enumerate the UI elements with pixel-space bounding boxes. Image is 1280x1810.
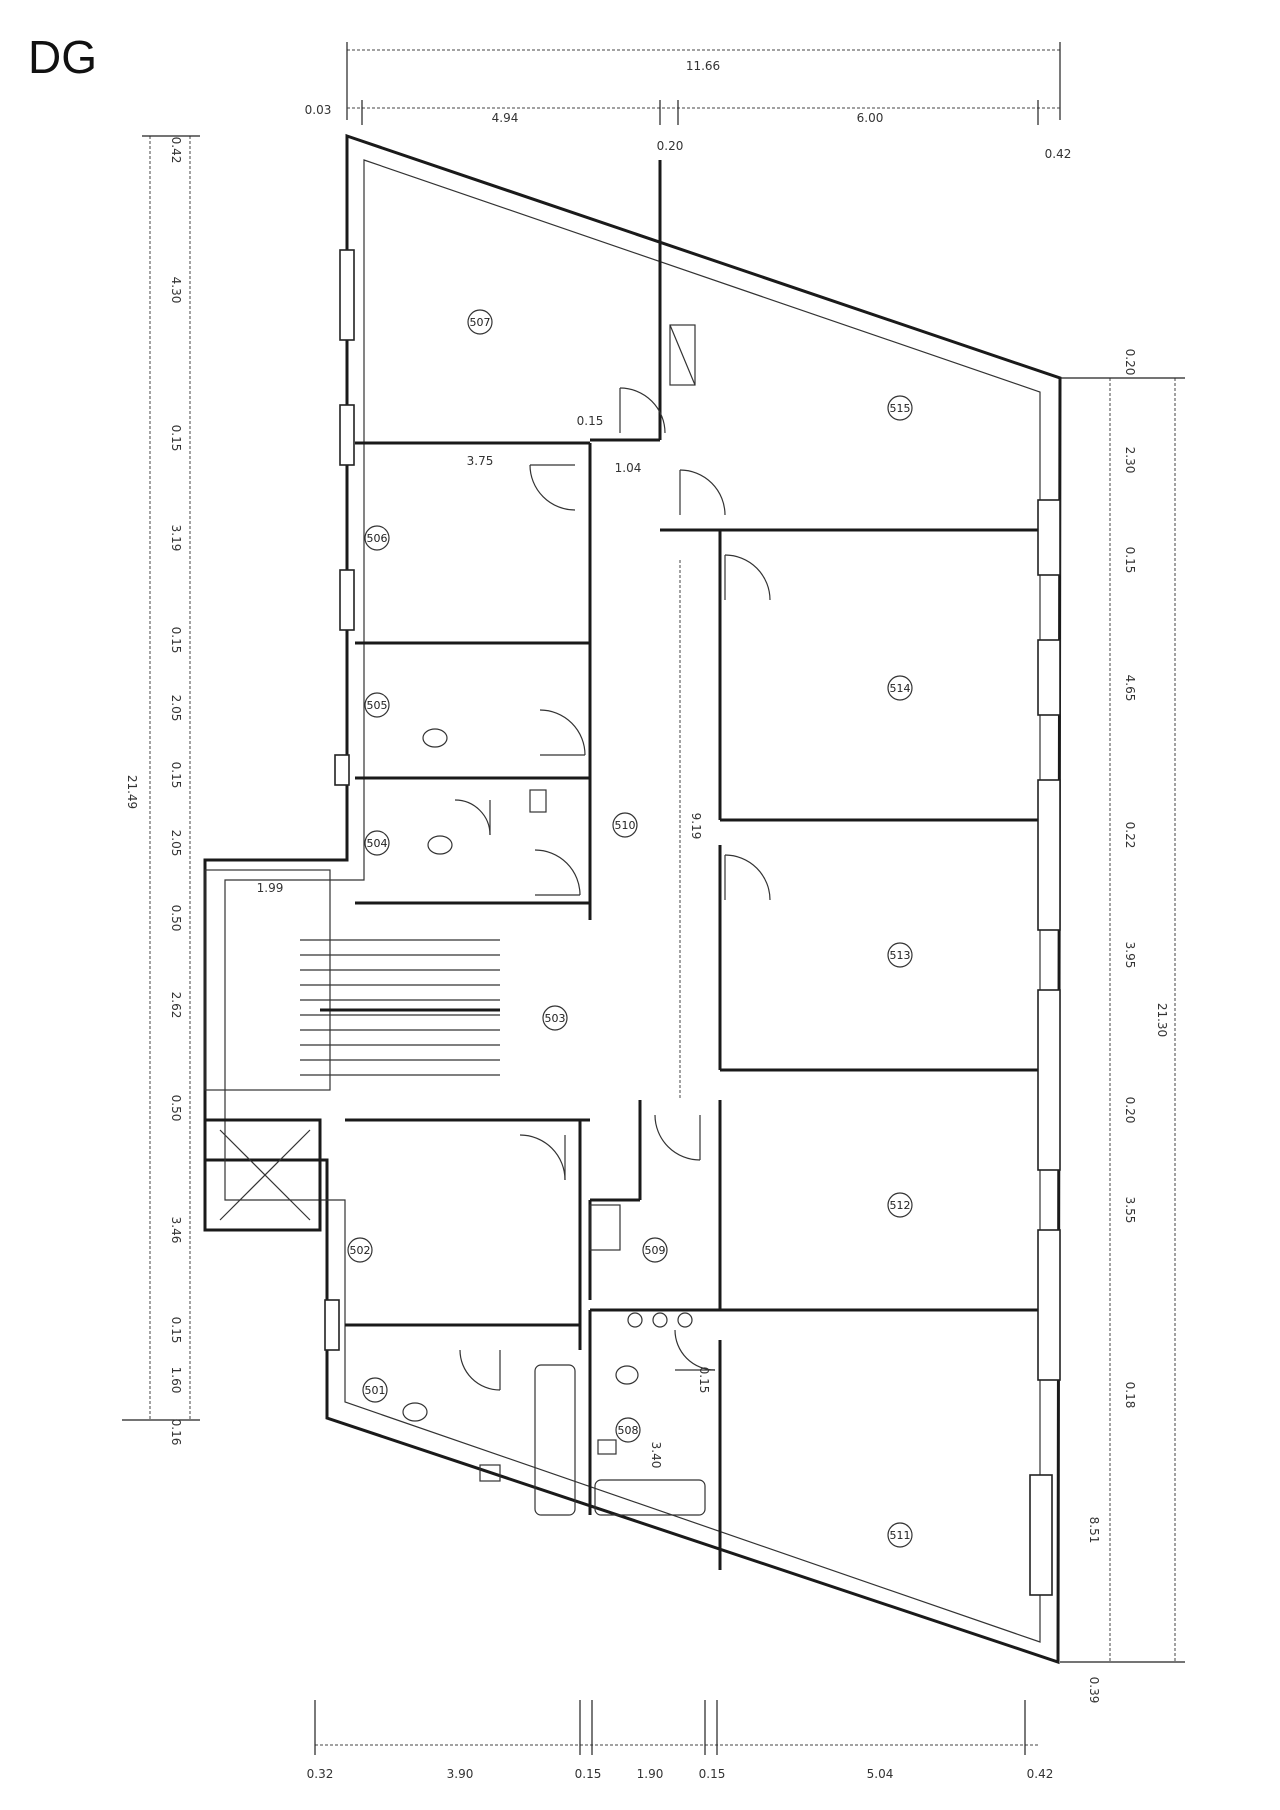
dim-inner-5: 3.40	[649, 1442, 663, 1469]
dim-bottom-0: 0.32	[307, 1767, 334, 1781]
room-511: 511	[887, 1522, 913, 1548]
dim-left-total: 21.49	[125, 775, 139, 809]
svg-text:513: 513	[890, 949, 911, 962]
dim-right-5: 3.95	[1123, 942, 1137, 969]
svg-text:509: 509	[645, 1244, 666, 1257]
dim-right-7: 3.55	[1123, 1197, 1137, 1224]
dim-bottom-2: 0.15	[575, 1767, 602, 1781]
dim-left-2: 0.15	[169, 425, 183, 452]
svg-text:507: 507	[470, 316, 491, 329]
dim-left-10: 0.50	[169, 1095, 183, 1122]
dim-left-6: 0.15	[169, 762, 183, 789]
svg-text:515: 515	[890, 402, 911, 415]
room-501: 501	[362, 1377, 388, 1403]
dim-left-4: 0.15	[169, 627, 183, 654]
stair-block	[204, 869, 331, 1091]
dim-right-9: 8.51	[1087, 1517, 1101, 1544]
dim-right-6: 0.20	[1123, 1097, 1137, 1124]
dim-right-0: 0.20	[1123, 349, 1137, 376]
dim-left-0: 0.42	[169, 137, 183, 164]
dim-left-8: 0.50	[169, 905, 183, 932]
room-505: 505	[364, 692, 390, 718]
room-510: 510	[612, 812, 638, 838]
dim-top-3: 6.00	[857, 111, 884, 125]
windows-right	[1029, 499, 1061, 1596]
dim-right-10: 0.39	[1087, 1677, 1101, 1704]
dim-bottom-5: 5.04	[867, 1767, 894, 1781]
dim-left-3: 3.19	[169, 525, 183, 552]
dim-left-1: 4.30	[169, 277, 183, 304]
dim-left-9: 2.62	[169, 992, 183, 1019]
room-514: 514	[887, 675, 913, 701]
plan-title: DG	[28, 31, 97, 83]
dim-bottom-1: 3.90	[447, 1767, 474, 1781]
svg-text:504: 504	[367, 837, 388, 850]
dim-left-11: 3.46	[169, 1217, 183, 1244]
dim-top-0: 0.03	[305, 103, 332, 117]
dim-right-8: 0.18	[1123, 1382, 1137, 1409]
dim-bottom-3: 1.90	[637, 1767, 664, 1781]
dim-bottom-6: 0.42	[1027, 1767, 1054, 1781]
dim-bottom-4: 0.15	[699, 1767, 726, 1781]
svg-text:501: 501	[365, 1384, 386, 1397]
dimension-right: 21.30 0.20 2.30 0.15 4.65 0.22 3.95 0.20…	[1060, 349, 1185, 1704]
dimension-inner: 9.19 1.04 0.15 3.75 1.99 3.40 0.15	[257, 414, 711, 1468]
svg-text:511: 511	[890, 1529, 911, 1542]
room-507: 507	[467, 309, 493, 335]
room-502: 502	[347, 1237, 373, 1263]
dim-right-total: 21.30	[1155, 1003, 1169, 1037]
doors	[454, 387, 771, 1391]
dim-inner-3: 3.75	[467, 454, 494, 468]
elevator-shaft	[203, 1118, 322, 1232]
svg-text:506: 506	[367, 532, 388, 545]
room-503: 503	[542, 1005, 568, 1031]
dim-top-2: 0.20	[657, 139, 684, 153]
dim-inner-0: 9.19	[689, 813, 703, 840]
room-513: 513	[887, 942, 913, 968]
room-512: 512	[887, 1192, 913, 1218]
room-labels: 501 502 503 504 505 506 507 508 509 510 …	[347, 309, 913, 1548]
dim-inner-4: 1.99	[257, 881, 284, 895]
dimension-left: 21.49 0.42 4.30 0.15 3.19 0.15 2.05 0.15…	[122, 135, 200, 1446]
dim-left-14: 0.16	[169, 1419, 183, 1446]
room-506: 506	[364, 525, 390, 551]
dim-right-1: 2.30	[1123, 447, 1137, 474]
dim-right-4: 0.22	[1123, 822, 1137, 849]
dim-right-2: 0.15	[1123, 547, 1137, 574]
room-508: 508	[615, 1417, 641, 1443]
windows-left	[324, 249, 355, 1351]
dim-inner-1: 1.04	[615, 461, 642, 475]
room-515: 515	[887, 395, 913, 421]
dim-top-1: 4.94	[492, 111, 519, 125]
svg-text:502: 502	[350, 1244, 371, 1257]
dim-inner-6: 0.15	[697, 1367, 711, 1394]
dim-left-7: 2.05	[169, 830, 183, 857]
interior-walls	[345, 160, 1040, 1570]
dim-left-13: 1.60	[169, 1367, 183, 1394]
dim-inner-2: 0.15	[577, 414, 604, 428]
dim-top-total: 11.66	[686, 59, 720, 73]
dim-right-3: 4.65	[1123, 675, 1137, 702]
room-504: 504	[364, 830, 390, 856]
svg-text:508: 508	[618, 1424, 639, 1437]
svg-text:505: 505	[367, 699, 388, 712]
svg-text:514: 514	[890, 682, 911, 695]
svg-text:510: 510	[615, 819, 636, 832]
svg-text:512: 512	[890, 1199, 911, 1212]
dim-left-5: 2.05	[169, 695, 183, 722]
dim-left-12: 0.15	[169, 1317, 183, 1344]
svg-text:503: 503	[545, 1012, 566, 1025]
dimension-bottom: 0.32 3.90 0.15 1.90 0.15 5.04 0.42	[307, 1700, 1054, 1781]
dimension-top: 11.66 0.03 4.94 0.20 6.00 0.42	[305, 42, 1072, 161]
room-509: 509	[642, 1237, 668, 1263]
stair-treads	[300, 939, 500, 1076]
dim-top-4: 0.42	[1045, 147, 1072, 161]
sanitary-fixtures	[402, 324, 706, 1516]
